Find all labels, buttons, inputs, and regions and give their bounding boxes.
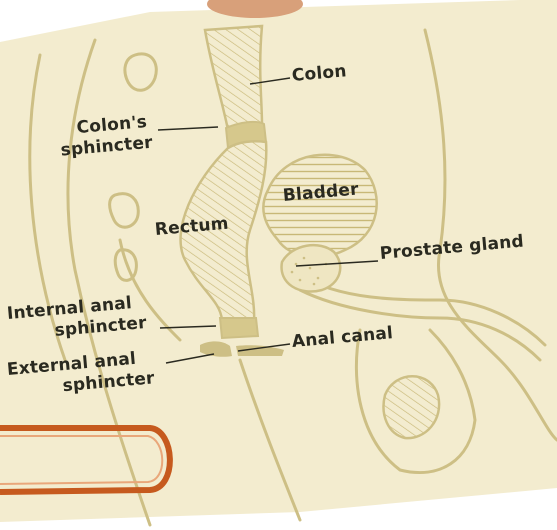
- label-colons-sphincter: Colon's sphincter: [54, 111, 157, 162]
- testis-shape: [384, 376, 440, 438]
- internal-anal-sphincter-shape: [220, 318, 258, 338]
